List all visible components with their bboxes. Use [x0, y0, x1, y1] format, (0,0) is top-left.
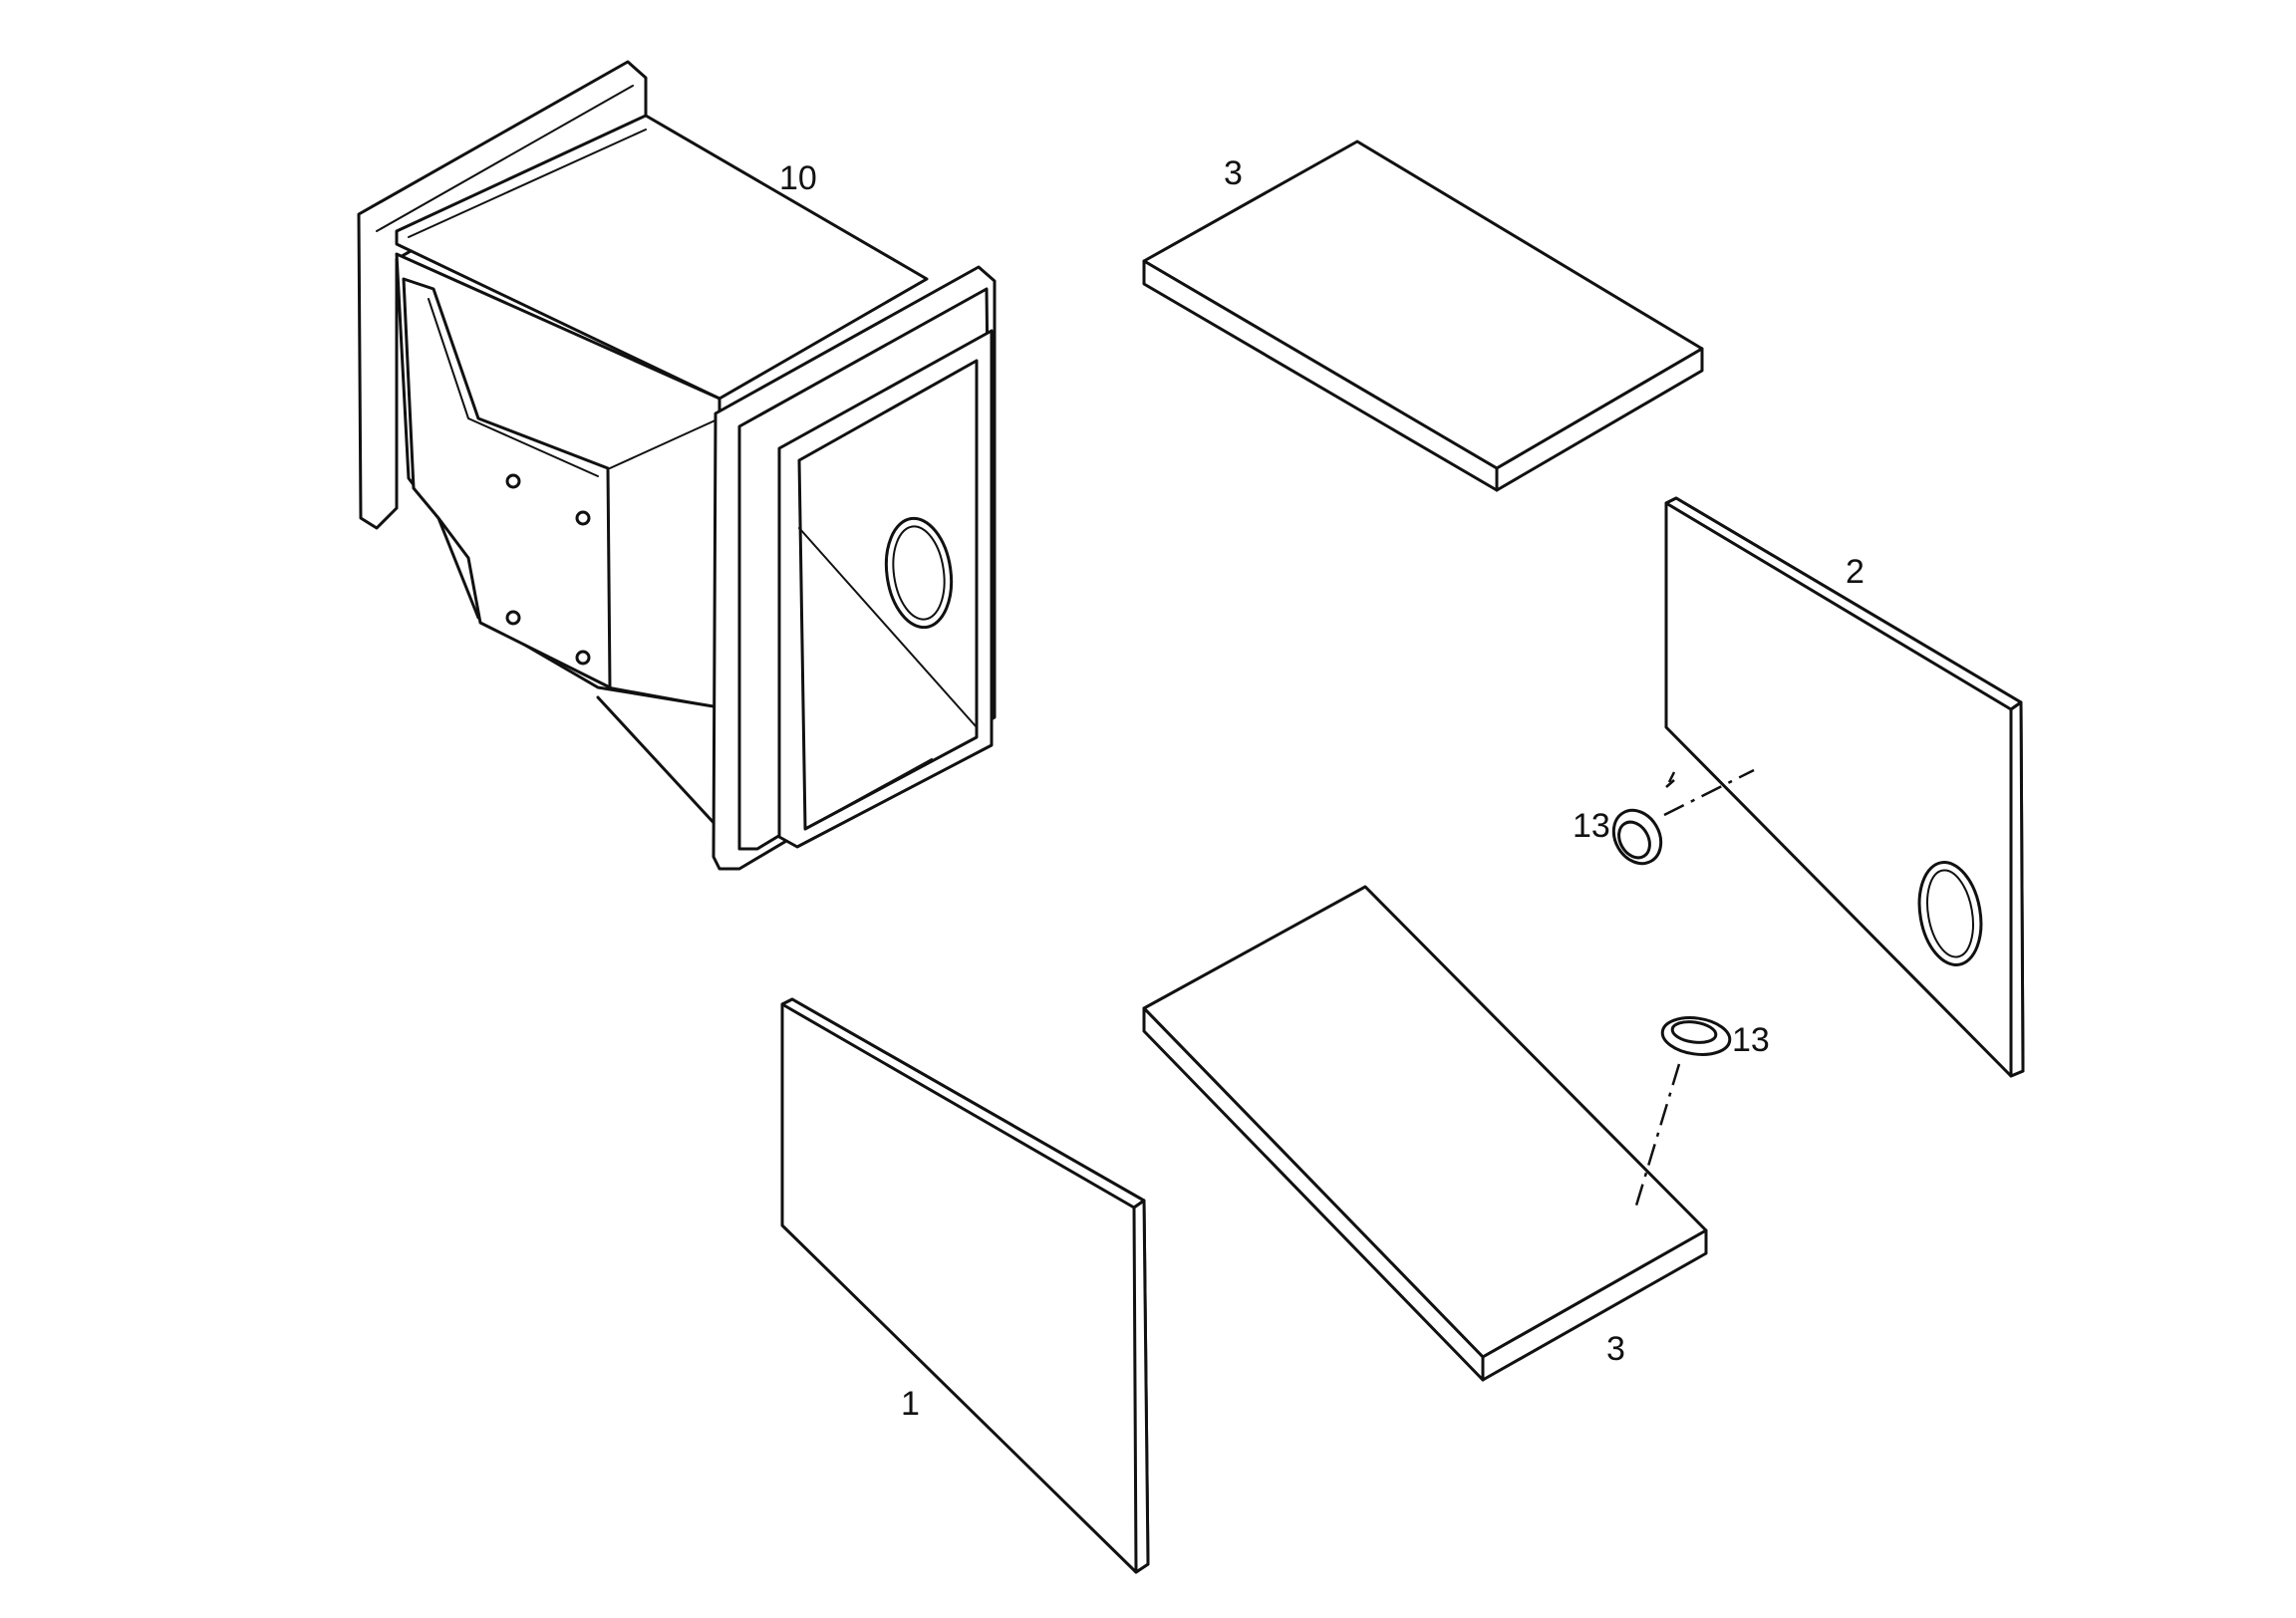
callout-grommet-upper: 13 [1573, 807, 1610, 845]
callout-bottom-panel: 3 [1606, 1330, 1625, 1368]
callout-top-panel: 3 [1224, 154, 1243, 192]
front-panel-part [780, 997, 1150, 1574]
callout-right-side-panel: 2 [1846, 553, 1865, 591]
callout-grommet-lower: 13 [1732, 1021, 1770, 1059]
housing-part [357, 60, 997, 871]
grommet-lower-part [1634, 1016, 1732, 1207]
callout-housing: 10 [779, 159, 817, 197]
bottom-panel-part [1142, 885, 1708, 1382]
callout-front-panel: 1 [901, 1385, 920, 1423]
top-panel-part [1142, 139, 1704, 492]
right-side-panel-part [1664, 496, 2025, 1078]
grommet-upper-part [1611, 768, 1755, 866]
